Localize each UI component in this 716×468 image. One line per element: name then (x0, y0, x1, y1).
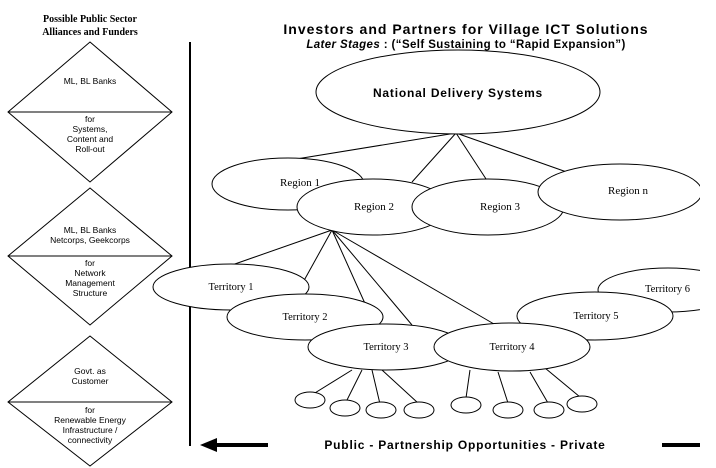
sidebar-heading-line2: Alliances and Funders (42, 27, 138, 38)
territory-6-label: Territory 6 (645, 284, 690, 295)
diamond1-bottom-line3: Content and (67, 134, 114, 144)
territory-5-label: Territory 5 (573, 311, 618, 322)
sidebar-heading-line1: Possible Public Sector (43, 14, 137, 25)
diamond2-bottom-line4: Structure (73, 288, 108, 298)
diagram-title: Investors and Partners for Village ICT S… (283, 21, 648, 37)
territory-4-label: Territory 4 (489, 342, 535, 353)
footer-bar-right (662, 443, 700, 447)
diamond1-bottom-line2: Systems, (73, 124, 108, 134)
village-node (450, 396, 482, 414)
village-node (566, 395, 598, 413)
footer-arrow-left (200, 438, 268, 452)
diamond2-bottom-line2: Network (74, 268, 106, 278)
diagram-subtitle: Later Stages : (“Self Sustaining to “Rap… (306, 39, 625, 51)
diamond1-bottom-line1: for (85, 114, 95, 124)
territory-3-label: Territory 3 (363, 342, 408, 353)
node-territory-4: Territory 4 (433, 322, 591, 372)
diamond1-top-line1: ML, BL Banks (64, 76, 117, 86)
footer-label: Public - Partnership Opportunities - Pri… (324, 438, 605, 452)
village-node (294, 391, 326, 409)
diamond2-top-line1: ML, BL Banks (64, 225, 117, 235)
village-node (329, 399, 361, 417)
diamond2-top-line2: Netcorps, Geekcorps (50, 235, 130, 245)
diamond3-bottom-line2: Renewable Energy (54, 415, 127, 425)
node-national-delivery: National Delivery Systems (315, 49, 601, 135)
region-1-label: Region 1 (280, 177, 320, 189)
village-node (403, 401, 435, 419)
village-node (533, 401, 565, 419)
diamond3-bottom-line4: connectivity (68, 435, 113, 445)
diamond3-bottom-line3: Infrastructure / (63, 425, 118, 435)
diamond3-bottom-line1: for (85, 405, 95, 415)
region-territory-connectors (231, 229, 495, 329)
village-node (365, 401, 397, 419)
region-n-label: Region n (608, 185, 649, 197)
diamond2-bottom-line3: Management (65, 278, 115, 288)
diamond3-top-line1: Govt. as (74, 366, 106, 376)
national-label: National Delivery Systems (373, 86, 543, 100)
subtitle-prefix: Later Stages (306, 39, 380, 51)
diamond3-top-line2: Customer (72, 376, 109, 386)
node-region-n: Region n (537, 163, 700, 221)
diamond2-bottom-line1: for (85, 258, 95, 268)
village-node (492, 401, 524, 419)
village-connectors (309, 367, 581, 405)
diamond-energy-funders: Govt. as Customer for Renewable Energy I… (7, 335, 173, 467)
territory-1-label: Territory 1 (208, 282, 253, 293)
node-region-2: Region 2 (296, 178, 450, 236)
diamond1-bottom-line4: Roll-out (75, 144, 105, 154)
diamond-network-funders: ML, BL Banks Netcorps, Geekcorps for Net… (7, 187, 173, 326)
territory-2-label: Territory 2 (282, 312, 327, 323)
national-region-connectors (277, 132, 579, 183)
subtitle-rest: : (“Self Sustaining to “Rapid Expansion”… (380, 39, 626, 51)
region-2-label: Region 2 (354, 201, 394, 213)
village-nodes (294, 391, 598, 419)
diamond-systems-funders: ML, BL Banks for Systems, Content and Ro… (7, 41, 173, 183)
region-3-label: Region 3 (480, 201, 521, 213)
